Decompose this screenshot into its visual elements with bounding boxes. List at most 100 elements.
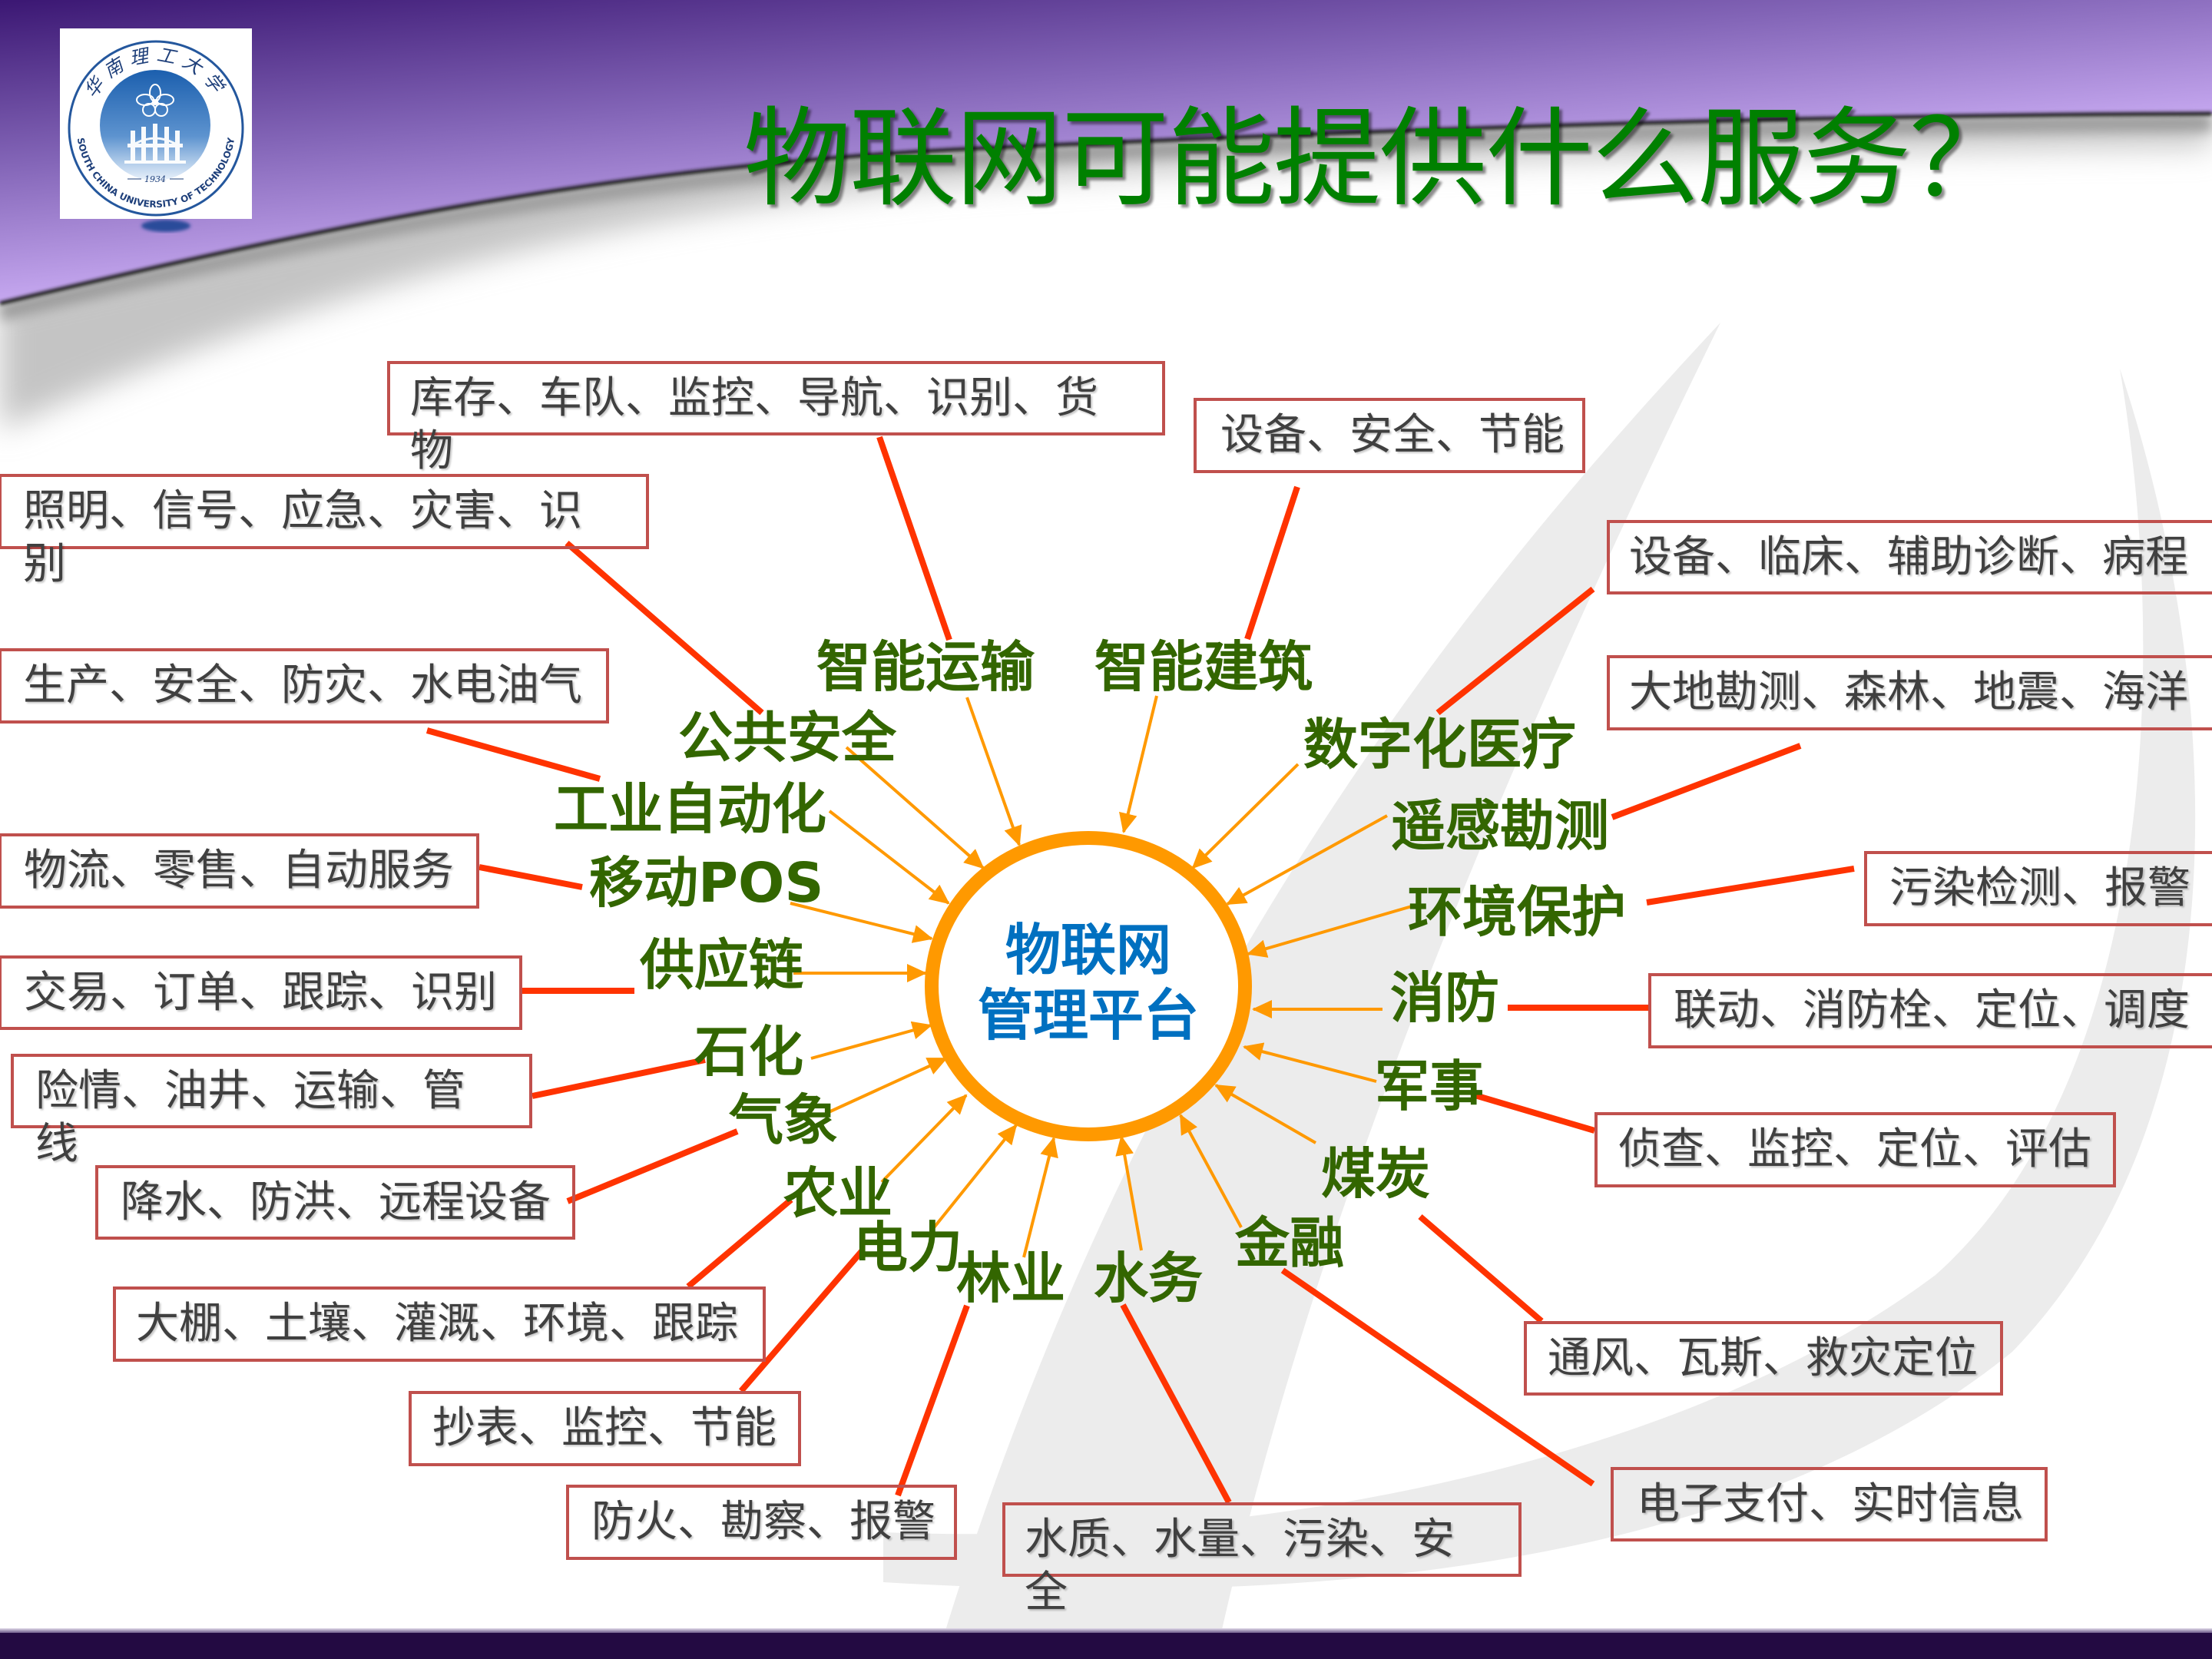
arrow-meteorology: [828, 1057, 948, 1114]
arrow-environmental-protection: [1247, 905, 1412, 958]
connector-industrial-automation: [426, 727, 601, 782]
service-text: 联动、消防栓、定位、调度: [1674, 985, 2190, 1035]
category-agriculture: 农业: [783, 1161, 893, 1225]
category-water-affairs: 水务: [1094, 1247, 1204, 1310]
logo-founded-year: 1934: [144, 174, 166, 184]
category-military: 军事: [1375, 1055, 1485, 1118]
service-box-petrochemical: 险情、油井、运输、管线: [11, 1054, 532, 1169]
category-environmental-protection: 环境保护: [1408, 880, 1627, 944]
connector-forestry: [895, 1304, 970, 1497]
service-text: 库存、车队、监控、导航、识别、货物: [410, 373, 1098, 476]
service-text: 大地勘测、森林、地震、海洋: [1629, 667, 2188, 717]
category-smart-transport: 智能运输: [816, 635, 1035, 699]
connector-mobile-pos: [478, 864, 583, 890]
service-text: 降水、防洪、远程设备: [121, 1177, 551, 1227]
hub-title-line2: 管理平台: [977, 983, 1199, 1048]
service-text: 险情、油井、运输、管线: [35, 1066, 465, 1169]
service-box-finance: 电子支付、实时信息: [1611, 1467, 2048, 1541]
footer-bar: [0, 1633, 2212, 1659]
service-box-industrial-automation: 生产、安全、防灾、水电油气: [0, 648, 609, 724]
arrow-remote-sensing: [1226, 814, 1388, 906]
connector-electric-power: [738, 1249, 865, 1393]
arrow-water-affairs: [1115, 1135, 1143, 1251]
arrow-electric-power: [930, 1124, 1018, 1232]
arrow-military: [1243, 1042, 1377, 1083]
service-connectors: [426, 435, 1855, 1504]
arrow-public-safety: [845, 746, 985, 869]
arrow-coal: [1214, 1084, 1316, 1144]
connector-environmental-protection: [1646, 866, 1855, 906]
connector-smart-building: [1244, 485, 1300, 641]
connector-agriculture: [686, 1197, 793, 1290]
service-box-military: 侦查、监控、定位、评估: [1594, 1112, 2116, 1187]
hub-ring: [925, 831, 1252, 1141]
connector-meteorology: [566, 1128, 739, 1204]
service-box-mobile-pos: 物流、零售、自动服务: [0, 833, 479, 909]
connector-public-safety: [565, 540, 764, 716]
connector-water-affairs: [1120, 1303, 1232, 1504]
category-digital-healthcare: 数字化医疗: [1303, 713, 1577, 777]
category-electric-power: 电力: [853, 1216, 963, 1280]
service-box-remote-sensing: 大地勘测、森林、地震、海洋: [1607, 655, 2212, 730]
category-remote-sensing: 遥感勘测: [1391, 794, 1610, 858]
service-text: 防火、勘察、报警: [591, 1497, 935, 1547]
footer-bar-line: [0, 1628, 2212, 1633]
service-box-agriculture: 大棚、土壤、灌溉、环境、跟踪: [113, 1286, 766, 1362]
arrow-digital-healthcare: [1191, 763, 1300, 869]
connector-military: [1471, 1091, 1596, 1134]
arrow-petrochemical: [810, 1021, 932, 1060]
category-supply-chain: 供应链: [640, 933, 804, 997]
service-box-water-affairs: 水质、水量、污染、安全: [1002, 1502, 1522, 1618]
category-smart-building: 智能建筑: [1094, 635, 1313, 699]
service-box-fire-protection: 联动、消防栓、定位、调度: [1648, 973, 2212, 1048]
connector-finance: [1280, 1267, 1595, 1487]
hub-arrows: [790, 695, 1412, 1258]
service-text: 电子支付、实时信息: [1637, 1479, 2024, 1529]
connector-remote-sensing: [1611, 743, 1802, 820]
category-mobile-pos: 移动POS: [589, 851, 824, 915]
service-text: 物流、零售、自动服务: [24, 846, 454, 896]
arrow-forestry: [1022, 1137, 1058, 1258]
service-box-smart-transport: 库存、车队、监控、导航、识别、货物: [387, 361, 1165, 476]
category-meteorology: 气象: [729, 1088, 839, 1152]
arrow-smart-transport: [965, 697, 1022, 846]
service-box-smart-building: 设备、安全、节能: [1194, 398, 1585, 473]
service-text: 抄表、监控、节能: [432, 1403, 777, 1453]
service-text: 污染检测、报警: [1889, 863, 2190, 913]
service-box-public-safety: 照明、信号、应急、灾害、识别: [0, 474, 649, 589]
arrow-finance: [1179, 1114, 1243, 1228]
service-text: 水质、水量、污染、安全: [1025, 1515, 1455, 1618]
service-box-environmental-protection: 污染检测、报警: [1864, 851, 2212, 926]
category-forestry: 林业: [956, 1247, 1066, 1310]
arrow-industrial-automation: [828, 810, 950, 905]
service-text: 通风、瓦斯、救灾定位: [1548, 1333, 1978, 1383]
service-box-supply-chain: 交易、订单、跟踪、识别: [0, 955, 522, 1030]
category-fire-protection: 消防: [1390, 966, 1500, 1030]
arrow-mobile-pos: [790, 902, 933, 943]
category-finance: 金融: [1235, 1211, 1345, 1275]
category-petrochemical: 石化: [694, 1020, 804, 1084]
service-box-electric-power: 抄表、监控、节能: [409, 1391, 801, 1466]
service-text: 侦查、监控、定位、评估: [1618, 1124, 2091, 1174]
slide-title: 物联网可能提供什么服务？: [743, 97, 2017, 222]
background-swirl-inner: [945, 323, 1720, 1633]
connector-digital-healthcare: [1435, 586, 1595, 716]
service-text: 照明、信号、应急、灾害、识别: [23, 486, 582, 589]
connector-petrochemical: [531, 1057, 706, 1099]
service-box-meteorology: 降水、防洪、远程设备: [95, 1165, 575, 1240]
service-box-coal: 通风、瓦斯、救灾定位: [1524, 1321, 2003, 1396]
service-text: 大棚、土壤、灌溉、环境、跟踪: [136, 1299, 738, 1349]
flower-emblem-icon: [136, 84, 174, 117]
category-coal: 煤炭: [1321, 1142, 1431, 1206]
header-purple-band: [0, 0, 2212, 303]
arrow-agriculture: [880, 1094, 968, 1184]
service-text: 设备、临床、辅助诊断、病程: [1629, 532, 2188, 582]
service-text: 交易、订单、跟踪、识别: [24, 968, 497, 1018]
connector-smart-transport: [876, 435, 952, 641]
hub-title-line1: 物联网: [1005, 918, 1171, 982]
category-public-safety: 公共安全: [678, 706, 897, 770]
arrow-smart-building: [1119, 695, 1158, 833]
university-logo: 华南理工大学 SOUTH CHINA UNIVERSITY OF TECHNOL…: [60, 28, 252, 219]
